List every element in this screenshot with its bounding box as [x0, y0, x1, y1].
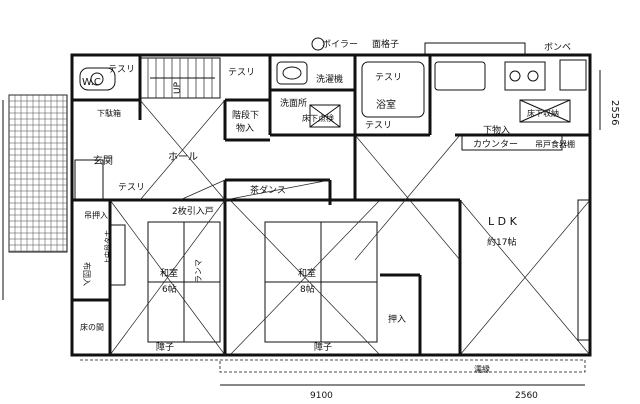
washitsu8-name-label: 和室: [298, 267, 316, 279]
bathtub: [361, 61, 425, 118]
windows: [424, 42, 591, 341]
hall-label: ホール: [168, 151, 198, 163]
ldk-size-label: 約17帖: [487, 236, 516, 248]
lamp-label: ランマ: [194, 259, 203, 283]
ldk-label: L D K: [488, 215, 518, 228]
tatami-6: [147, 221, 221, 343]
under-floor-storage-label: 床下収納: [527, 108, 559, 118]
sink: [434, 61, 486, 91]
fixtures: [74, 37, 571, 286]
engawa-label: 濡縁: [474, 364, 490, 374]
tatami-8: [264, 221, 378, 343]
entrance-floor: [74, 159, 104, 201]
boiler-label: ボイラー: [322, 39, 358, 50]
up-label: UP: [173, 81, 183, 94]
handrail-hall-label: テスリ: [228, 67, 255, 78]
counter-shape: [461, 134, 563, 151]
bombe-label: ボンベ: [544, 42, 571, 53]
wc-label: W.C: [82, 77, 101, 88]
washbasin: [276, 61, 308, 85]
veranda: [80, 359, 586, 373]
storage-lower-label: 下物入: [483, 124, 510, 136]
ceiling-lines: [109, 99, 591, 356]
toilet: [79, 67, 116, 91]
shelf: [109, 224, 126, 286]
upper-shelf-label: 上中段タナ: [103, 230, 112, 265]
handrail-ent-label: テスリ: [118, 182, 145, 193]
washroom-label: 洗面所: [280, 97, 307, 109]
stove: [504, 61, 546, 91]
futon-storage-label: 布団入: [82, 262, 92, 286]
tokonoma-label: 床の間: [80, 322, 104, 332]
two-door-closet-label: 2枚引入戸: [172, 205, 214, 217]
counter-label: カウンター: [473, 139, 518, 150]
stairs: [139, 57, 221, 99]
cupboard-label: 吊戸食器棚: [535, 139, 575, 149]
interior-walls: [72, 55, 590, 355]
floor-inspection-label: 床下点検: [302, 113, 334, 123]
washitsu8-size-label: 8帖: [300, 283, 315, 295]
shoji-left-label: 障子: [156, 341, 174, 353]
dimension-lines: [2, 70, 601, 386]
lattice-label: 面格子: [372, 38, 399, 50]
under-floor-hatch: [519, 99, 571, 123]
under-stairs-label: 階段下: [232, 109, 259, 121]
dimension-right-label: 2556: [609, 100, 620, 125]
chadansu-label: 茶ダンス: [250, 184, 286, 196]
boiler-symbol: [311, 37, 325, 51]
handrail-wc-label: テスリ: [108, 64, 135, 75]
washitsu6-size-label: 6帖: [162, 283, 177, 295]
handrail-bath-label: テスリ: [375, 72, 402, 83]
entrance-deck: [8, 94, 68, 253]
bath-label: 浴室: [376, 98, 396, 111]
shoe-box-label: 下駄箱: [97, 108, 121, 118]
shoji-right-label: 障子: [314, 341, 332, 353]
washitsu6-name-label: 和室: [160, 267, 178, 279]
washing-machine-label: 洗濯機: [316, 73, 343, 85]
oshiire-label: 押入: [388, 313, 406, 325]
storage-under-label: 物入: [236, 122, 254, 134]
floor-hatch: [309, 104, 341, 128]
dim-bottom-right-label: 2560: [515, 391, 538, 401]
handrail-bath2-label: テスリ: [365, 120, 392, 131]
entrance-label: 玄関: [93, 154, 113, 167]
hanging-closet-label: 吊押入: [84, 210, 108, 220]
dim-bottom-left-label: 9100: [310, 391, 333, 401]
room-labels: ボイラー 面格子 ボンベ テスリ W.C UP テスリ 洗濯機 テスリ 洗面所 …: [80, 38, 620, 401]
